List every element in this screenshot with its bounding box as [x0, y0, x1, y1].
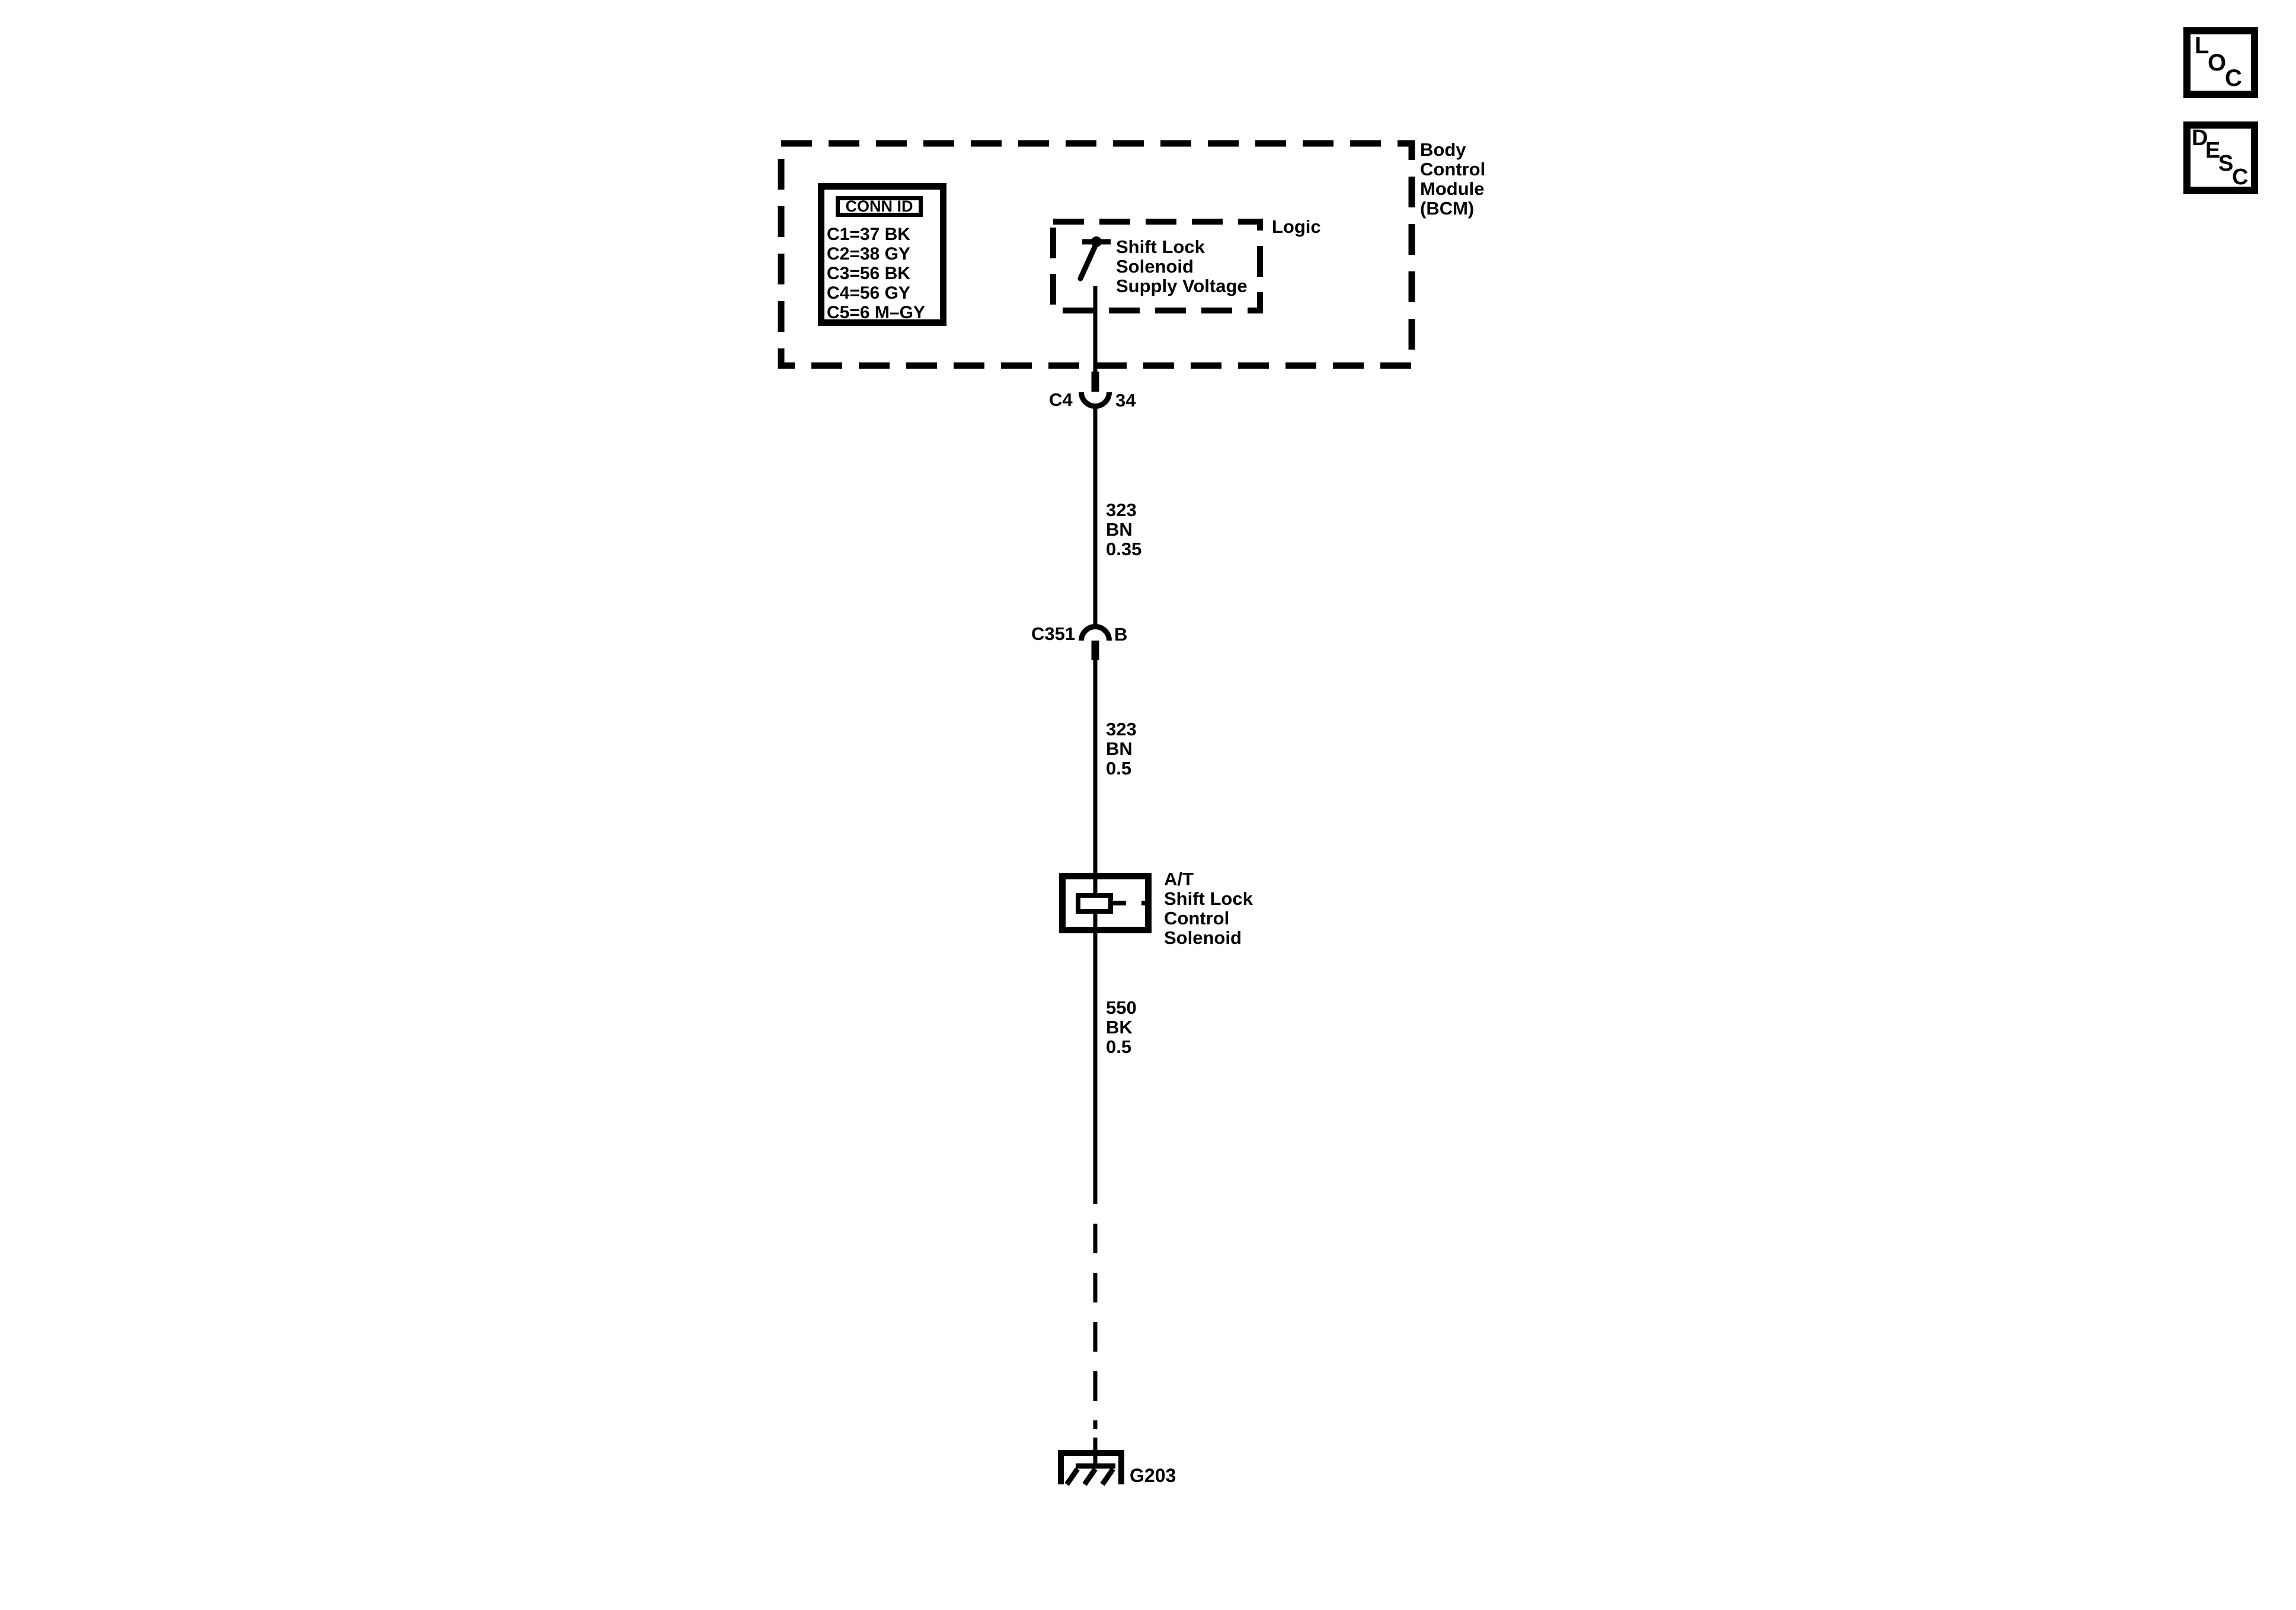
solenoid-component-icon — [1059, 873, 1152, 933]
desc-tab[interactable]: D E S C — [2183, 121, 2258, 194]
connector-c351-label: C351 — [1031, 623, 1076, 644]
wire-label-line: 0.35 — [1106, 539, 1142, 559]
conn-id-table: CONN ID C1=37 BK C2=38 GY C3=56 BK C4=56… — [818, 183, 946, 326]
solenoid-label-line: A/T — [1164, 869, 1194, 889]
solenoid-label-line: Control — [1164, 908, 1230, 929]
bcm-label-line: Body — [1420, 139, 1466, 160]
conn-id-header: CONN ID — [836, 196, 923, 217]
wire-label-line: BN — [1106, 738, 1133, 759]
desc-tab-letter: C — [2232, 165, 2249, 190]
solenoid-label-line: Solenoid — [1164, 927, 1242, 948]
loc-tab-letter: L — [2195, 33, 2209, 59]
wire-label-550-bk-05: 550 BK 0.5 — [1106, 998, 1137, 1057]
desc-tab-letter: D — [2192, 126, 2208, 151]
wire-label-line: BK — [1106, 1017, 1133, 1038]
solenoid-label: A/T Shift Lock Control Solenoid — [1164, 869, 1253, 948]
logic-label: Logic — [1272, 216, 1321, 237]
wire-label-line: BN — [1106, 519, 1133, 540]
bcm-label: Body Control Module (BCM) — [1420, 140, 1485, 218]
ground-label: G203 — [1130, 1465, 1176, 1486]
conn-id-row: C3=56 BK — [827, 264, 910, 283]
loc-tab-letter: O — [2208, 50, 2227, 76]
wire-label-323-bn-05: 323 BN 0.5 — [1106, 719, 1137, 778]
bcm-label-line: Module — [1420, 178, 1485, 199]
desc-tab-letter: E — [2205, 138, 2221, 163]
conn-id-row: C1=37 BK — [827, 225, 910, 244]
wire-label-line: 323 — [1106, 719, 1137, 740]
conn-id-row: C2=38 GY — [827, 244, 910, 264]
bcm-label-line: (BCM) — [1420, 198, 1475, 219]
switch-label-line: Supply Voltage — [1116, 276, 1248, 296]
connector-c351-pin: B — [1114, 624, 1128, 645]
switch-label: Shift Lock Solenoid Supply Voltage — [1116, 237, 1248, 296]
loc-tab[interactable]: L O C — [2183, 27, 2258, 98]
wire-label-line: 550 — [1106, 997, 1137, 1018]
loc-tab-letter: C — [2225, 65, 2242, 91]
desc-tab-letter: S — [2218, 151, 2234, 176]
logic-dashed-box-icon — [1050, 219, 1263, 313]
connector-c4-label: C4 — [1049, 389, 1073, 410]
wire-label-323-bn-035: 323 BN 0.35 — [1106, 500, 1141, 559]
wire-label-line: 323 — [1106, 500, 1137, 520]
connector-c351-icon — [1079, 624, 1112, 641]
solenoid-label-line: Shift Lock — [1164, 888, 1253, 909]
ground-icon — [1058, 1450, 1124, 1486]
bcm-label-line: Control — [1420, 159, 1486, 180]
switch-icon — [1077, 236, 1111, 281]
wire-label-line: 0.5 — [1106, 758, 1132, 779]
wire-label-line: 0.5 — [1106, 1036, 1132, 1057]
switch-label-line: Shift Lock — [1116, 236, 1205, 257]
conn-id-row: C4=56 GY — [827, 283, 910, 303]
switch-label-line: Solenoid — [1116, 256, 1194, 277]
conn-id-row: C5=6 M–GY — [827, 303, 925, 322]
connector-c4-icon — [1079, 392, 1112, 409]
connector-c4-pin: 34 — [1115, 390, 1136, 411]
conn-id-rows: C1=37 BK C2=38 GY C3=56 BK C4=56 GY C5=6… — [827, 225, 925, 322]
